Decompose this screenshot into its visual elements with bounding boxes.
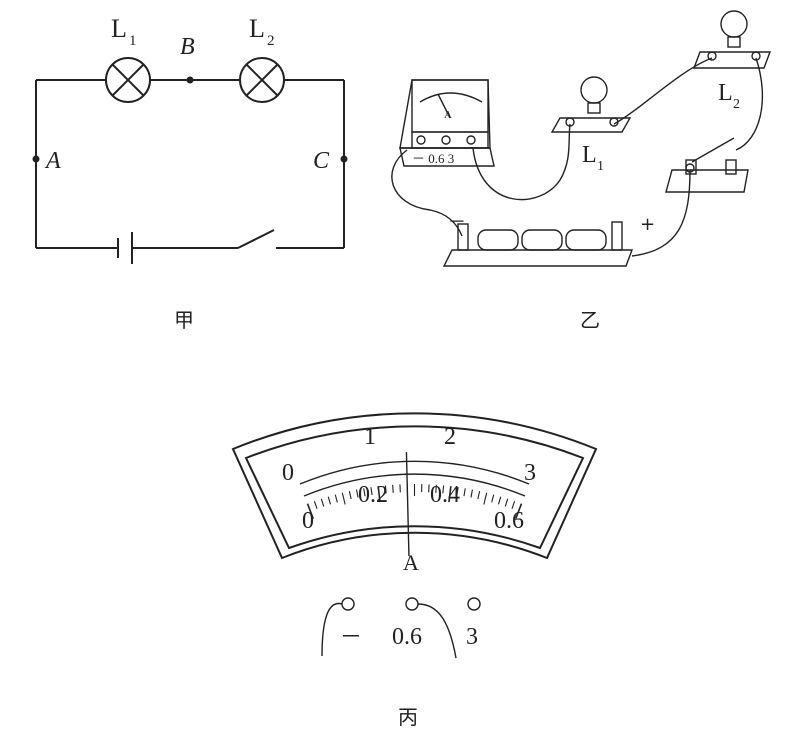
battery-plus-label: + [640, 214, 655, 235]
scale-tick [384, 485, 387, 494]
scale-tick [448, 486, 452, 503]
lower-scale-0-4: 0.4 [430, 482, 460, 508]
terminal-minus-label: － [340, 625, 362, 650]
meter-outer-frame [231, 412, 598, 560]
meter-needle [405, 452, 410, 557]
battery-symbol [117, 232, 133, 264]
lower-scale-0-2: 0.2 [358, 482, 388, 508]
battery-minus-label: － [448, 212, 466, 233]
point-c-dot [340, 155, 348, 163]
scale-tick [334, 494, 338, 503]
point-b-dot [186, 76, 194, 84]
yi-lamp2-subscript: 2 [733, 97, 740, 112]
scale-tick [392, 484, 394, 493]
wire-meter-to-battery [391, 149, 463, 237]
lower-scale-0: 0 [302, 508, 314, 534]
scale-tick [456, 487, 459, 496]
ammeter-face-bing: 0 1 2 3 0 0.2 0.4 0.6 A － 0.6 3 丙 [231, 412, 598, 729]
scale-ticks [306, 484, 523, 519]
meter-terminals: － 0.6 3 [321, 597, 481, 659]
upper-scale-1: 1 [364, 424, 376, 450]
point-b-label: B [180, 34, 195, 60]
scale-tick [348, 491, 352, 500]
wire-to-minus-terminal [321, 602, 343, 657]
scale-tick [483, 492, 488, 505]
yi-lamp1-label: L [582, 142, 597, 168]
lamp-l1-symbol [105, 57, 151, 103]
scale-tick [477, 491, 481, 500]
meter-inner-frame [244, 425, 585, 550]
wire-to-0-6-terminal [417, 603, 457, 659]
circuit-diagram-jia: L 1 L 2 B A C 甲 [32, 14, 348, 332]
scale-tick [377, 486, 381, 503]
physical-circuit-yi: A － 0.6 3 L 1 L 2 [391, 10, 772, 332]
scale-tick [355, 489, 359, 498]
battery-holder-device [442, 221, 634, 267]
terminal-0-6-knob [405, 597, 419, 611]
scale-tick [515, 503, 523, 519]
upper-scale-3: 3 [524, 460, 536, 486]
caption-yi: 乙 [580, 308, 600, 332]
wire-lamp2-to-switch [735, 57, 764, 151]
lamp1-subscript: 1 [129, 33, 137, 49]
lamp2-label: L [249, 14, 265, 43]
point-c-label: C [313, 148, 330, 174]
wire-lamp1-to-lamp2 [613, 57, 713, 125]
terminal-0-6-label: 0.6 [392, 624, 422, 650]
scale-tick [327, 496, 332, 505]
wire-switch-to-battery [631, 169, 691, 257]
lamp-l1-device [550, 76, 632, 133]
caption-bing: 丙 [398, 705, 418, 729]
lamp2-subscript: 2 [267, 33, 275, 49]
terminal-3-label: 3 [466, 624, 478, 650]
scale-tick [341, 492, 346, 505]
scale-tick [306, 503, 314, 519]
scale-tick [320, 498, 325, 507]
scale-tick [497, 496, 502, 505]
terminal-3-knob [467, 597, 481, 611]
scale-tick [504, 498, 509, 507]
scale-arc-inner [303, 473, 526, 497]
upper-scale-2: 2 [444, 424, 456, 450]
lamp-l2-device [692, 10, 772, 69]
scale-arc-outer [299, 460, 530, 485]
point-a-dot [32, 155, 40, 163]
lamp-l2-symbol [239, 57, 285, 103]
point-a-label: A [44, 148, 61, 174]
scale-tick [442, 485, 445, 494]
ammeter-terminal-labels: － 0.6 3 [412, 151, 454, 166]
lamp1-label: L [111, 14, 127, 43]
caption-jia: 甲 [174, 308, 194, 332]
yi-lamp1-subscript: 1 [597, 159, 604, 174]
meter-unit-letter: A [403, 550, 419, 575]
scale-tick [491, 494, 495, 503]
terminal-minus-knob [341, 597, 355, 611]
scale-tick [363, 488, 366, 497]
upper-scale-0: 0 [282, 460, 294, 486]
lower-scale-0-6: 0.6 [494, 508, 524, 534]
scale-tick [511, 501, 516, 509]
scale-tick [470, 489, 474, 498]
switch-symbol [237, 229, 275, 249]
scale-tick [463, 488, 466, 497]
scale-tick [435, 484, 437, 493]
knife-switch-device [665, 137, 749, 193]
ammeter-device: A － 0.6 3 [399, 79, 495, 167]
yi-lamp2-label: L [718, 80, 733, 106]
scale-tick [370, 487, 373, 496]
wire-meter-to-lamp1 [472, 123, 571, 201]
scale-tick [313, 501, 318, 509]
ammeter-small-letter: A [444, 109, 452, 121]
